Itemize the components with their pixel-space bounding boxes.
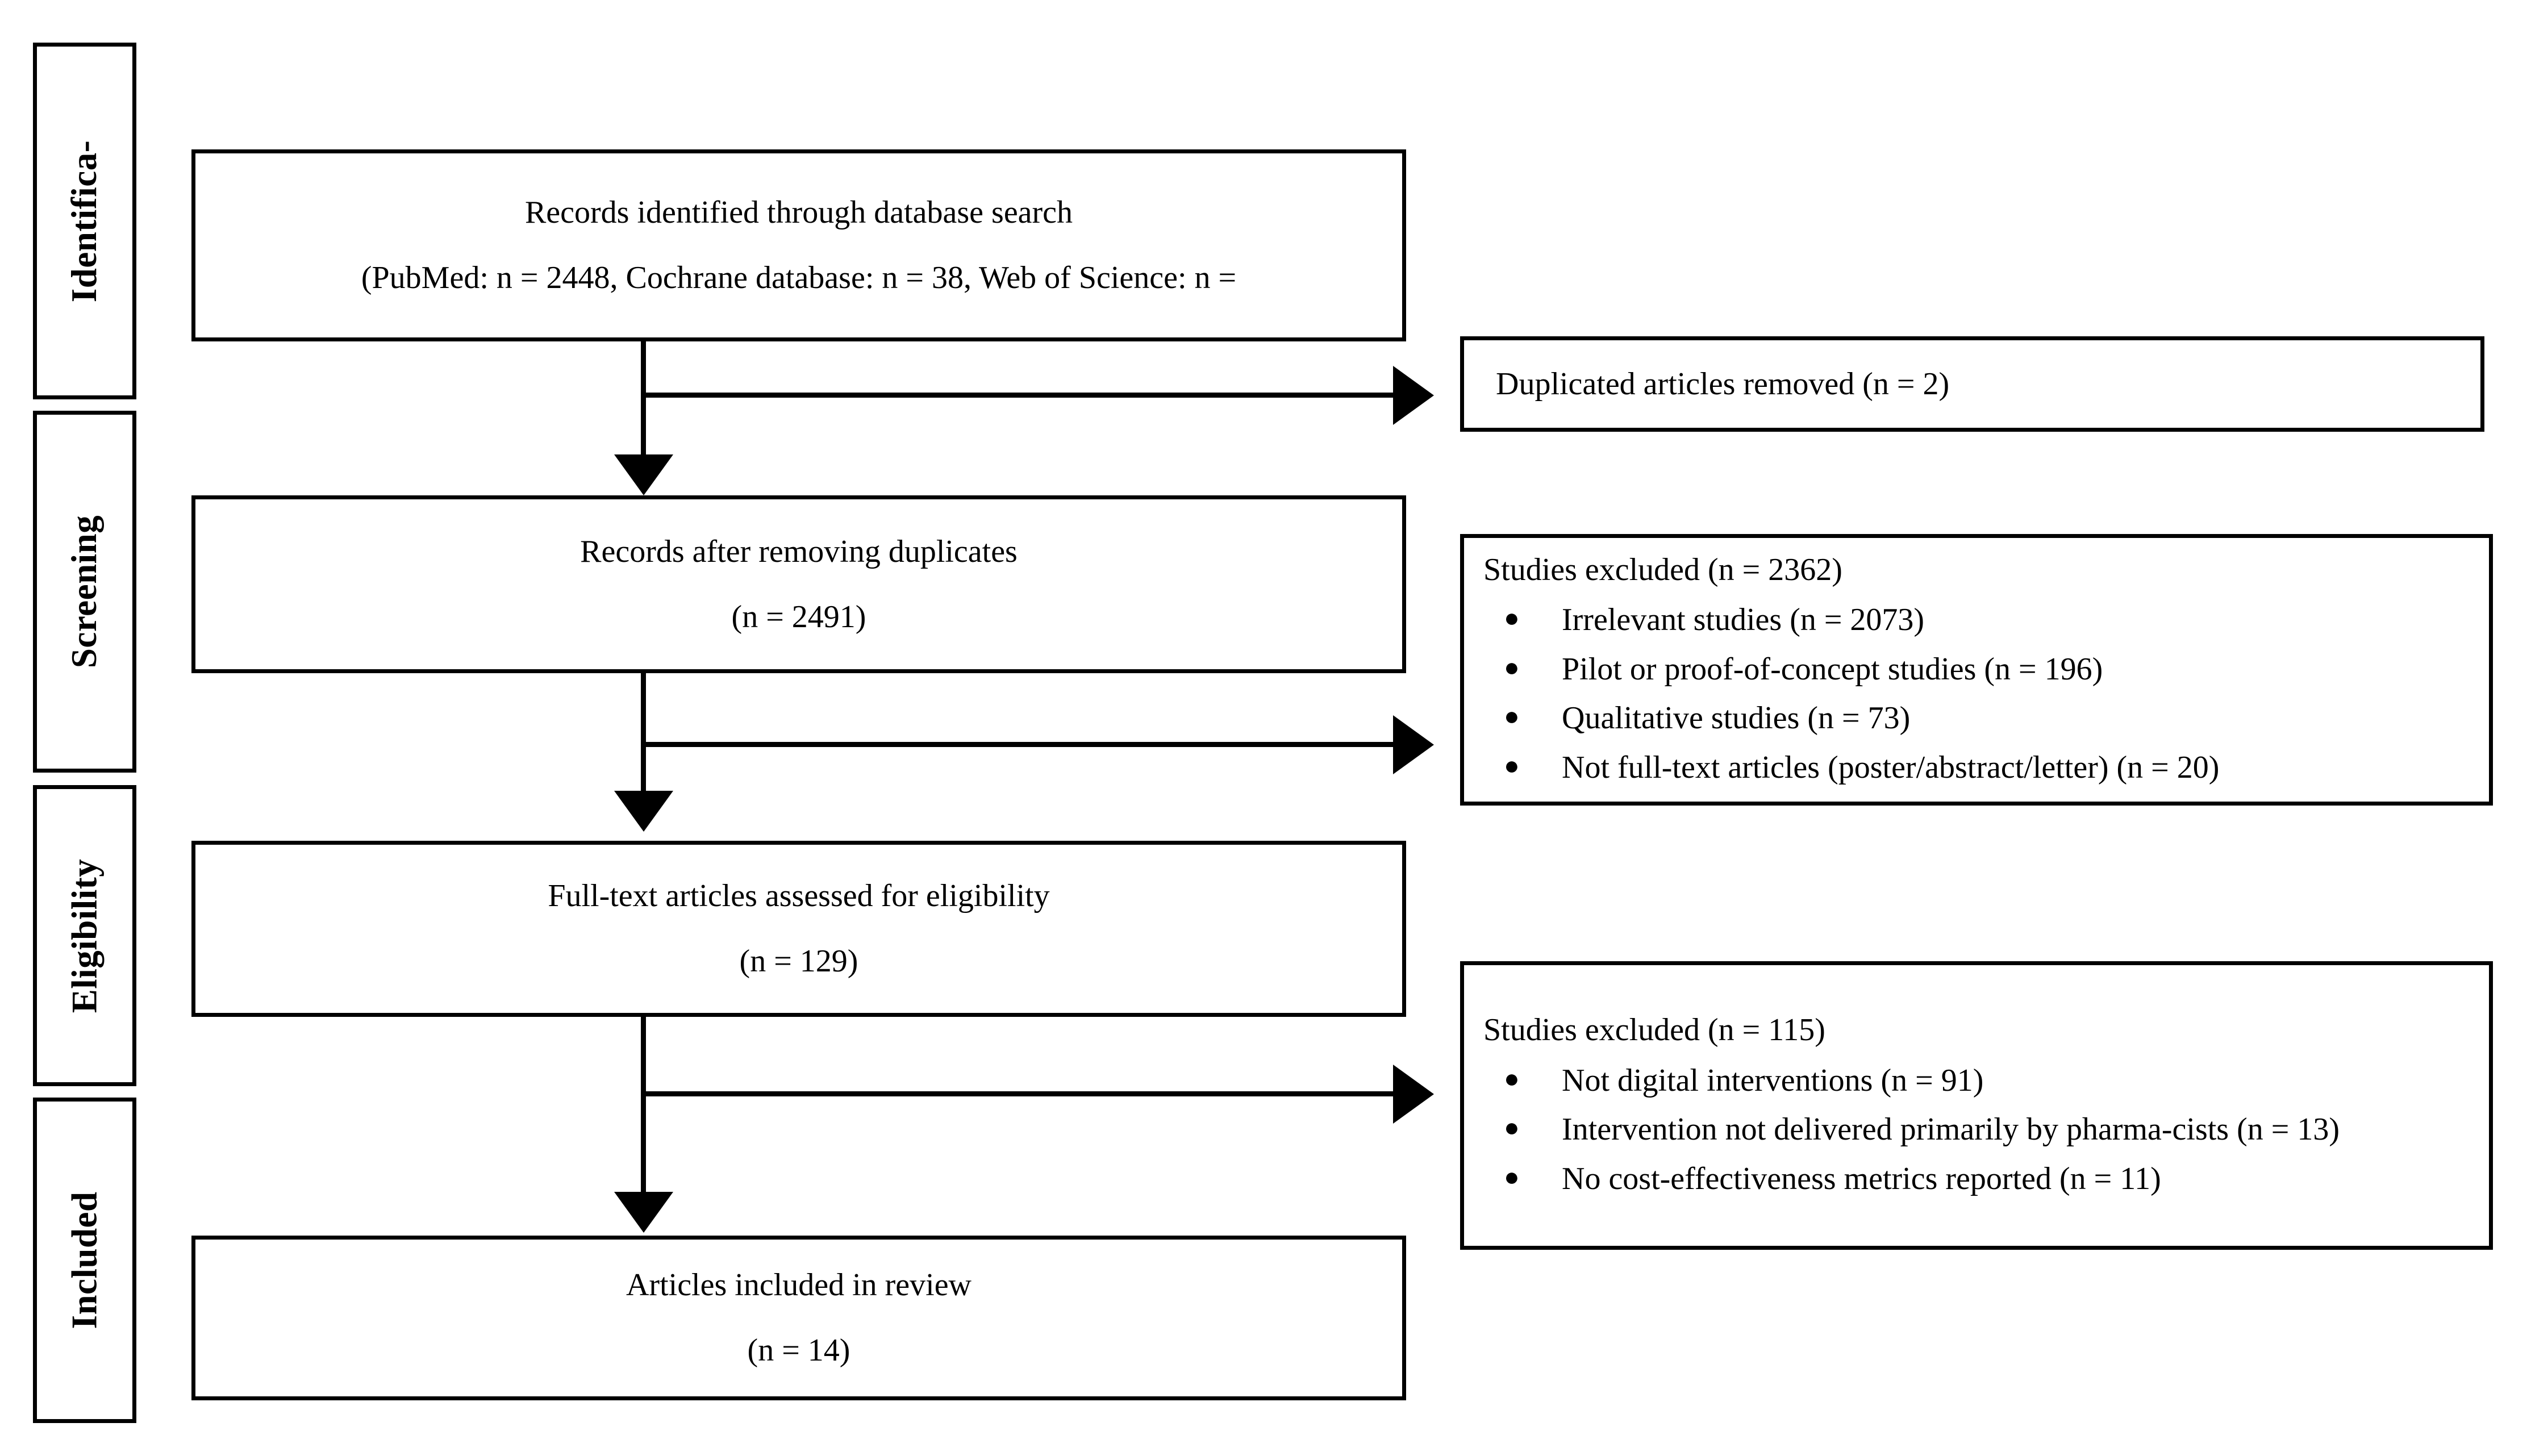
bullet-icon: ● [1504, 1113, 1520, 1142]
list-item-label: Irrelevant studies (n = 2073) [1562, 602, 1925, 638]
studies-excluded-eligibility-heading: Studies excluded (n = 115) [1483, 1012, 1825, 1048]
list-item: ● Qualitative studies (n = 73) [1483, 698, 2470, 739]
articles-included-line2: (n = 14) [747, 1333, 850, 1368]
studies-excluded-screening-heading: Studies excluded (n = 2362) [1483, 552, 1842, 587]
bullet-icon: ● [1504, 1162, 1520, 1191]
stage-label-eligibility-text: Eligibility [64, 858, 105, 1013]
list-item-label: Not digital interventions (n = 91) [1562, 1062, 1984, 1098]
stage-label-screening: Screening [33, 411, 136, 773]
connector-arrowhead-right-1 [1393, 366, 1434, 425]
flow-box-records-identified: Records identified through database sear… [191, 149, 1406, 341]
articles-included-line1: Articles included in review [626, 1267, 971, 1303]
records-after-duplicates-line1: Records after removing duplicates [580, 533, 1018, 569]
list-item: ● Irrelevant studies (n = 2073) [1483, 600, 2470, 640]
exclusion-box-duplicates-removed: Duplicated articles removed (n = 2) [1460, 336, 2484, 432]
stage-label-identification-text: Identifica- [64, 140, 105, 302]
stage-label-included-text: Included [64, 1191, 105, 1329]
exclusion-box-eligibility: Studies excluded (n = 115) ● Not digital… [1460, 961, 2493, 1250]
list-item-label: Intervention not delivered primarily by … [1562, 1112, 2340, 1148]
list-item: ● No cost-effectiveness metrics reported… [1483, 1159, 2470, 1199]
duplicates-removed-heading: Duplicated articles removed (n = 2) [1496, 366, 1950, 402]
records-identified-line2: (PubMed: n = 2448, Cochrane database: n … [361, 260, 1237, 295]
exclusion-box-screening: Studies excluded (n = 2362) ● Irrelevant… [1460, 534, 2493, 806]
list-item-label: No cost-effectiveness metrics reported (… [1562, 1161, 2161, 1196]
flow-box-articles-included: Articles included in review (n = 14) [191, 1236, 1406, 1400]
studies-excluded-screening-list: ● Irrelevant studies (n = 2073) ● Pilot … [1483, 600, 2470, 787]
bullet-icon: ● [1504, 652, 1520, 682]
list-item-label: Pilot or proof-of-concept studies (n = 1… [1562, 651, 2103, 687]
connector-vline-2 [641, 673, 646, 795]
bullet-icon: ● [1504, 750, 1520, 780]
connector-vline-1 [641, 341, 646, 461]
list-item: ● Not full-text articles (poster/abstrac… [1483, 748, 2470, 788]
bullet-icon: ● [1504, 1063, 1520, 1093]
connector-arrowhead-right-2 [1393, 715, 1434, 774]
full-text-assessed-line1: Full-text articles assessed for eligibil… [548, 878, 1050, 914]
stage-label-screening-text: Screening [64, 515, 105, 669]
connector-branch-2 [641, 742, 1396, 747]
connector-arrowhead-down-3 [614, 1192, 673, 1233]
studies-excluded-eligibility-list: ● Not digital interventions (n = 91) ● I… [1483, 1061, 2470, 1199]
connector-arrowhead-right-3 [1393, 1065, 1434, 1124]
list-item: ● Pilot or proof-of-concept studies (n =… [1483, 649, 2470, 690]
records-identified-line1: Records identified through database sear… [524, 195, 1073, 231]
list-item: ● Intervention not delivered primarily b… [1483, 1109, 2470, 1150]
connector-vline-3 [641, 1017, 646, 1198]
connector-arrowhead-down-2 [614, 791, 673, 832]
bullet-icon: ● [1504, 702, 1520, 731]
stage-label-eligibility: Eligibility [33, 785, 136, 1086]
full-text-assessed-line2: (n = 129) [739, 944, 858, 979]
connector-branch-3 [641, 1091, 1396, 1096]
list-item: ● Not digital interventions (n = 91) [1483, 1061, 2470, 1101]
connector-branch-1 [641, 393, 1396, 398]
connector-arrowhead-down-1 [614, 454, 673, 495]
list-item-label: Qualitative studies (n = 73) [1562, 700, 1911, 736]
stage-label-included: Included [33, 1098, 136, 1423]
records-after-duplicates-line2: (n = 2491) [731, 599, 866, 635]
flow-box-full-text-assessed: Full-text articles assessed for eligibil… [191, 841, 1406, 1017]
list-item-label: Not full-text articles (poster/abstract/… [1562, 749, 2220, 785]
flow-box-records-after-duplicates: Records after removing duplicates (n = 2… [191, 495, 1406, 673]
bullet-icon: ● [1504, 603, 1520, 633]
stage-label-identification: Identifica- [33, 43, 136, 399]
